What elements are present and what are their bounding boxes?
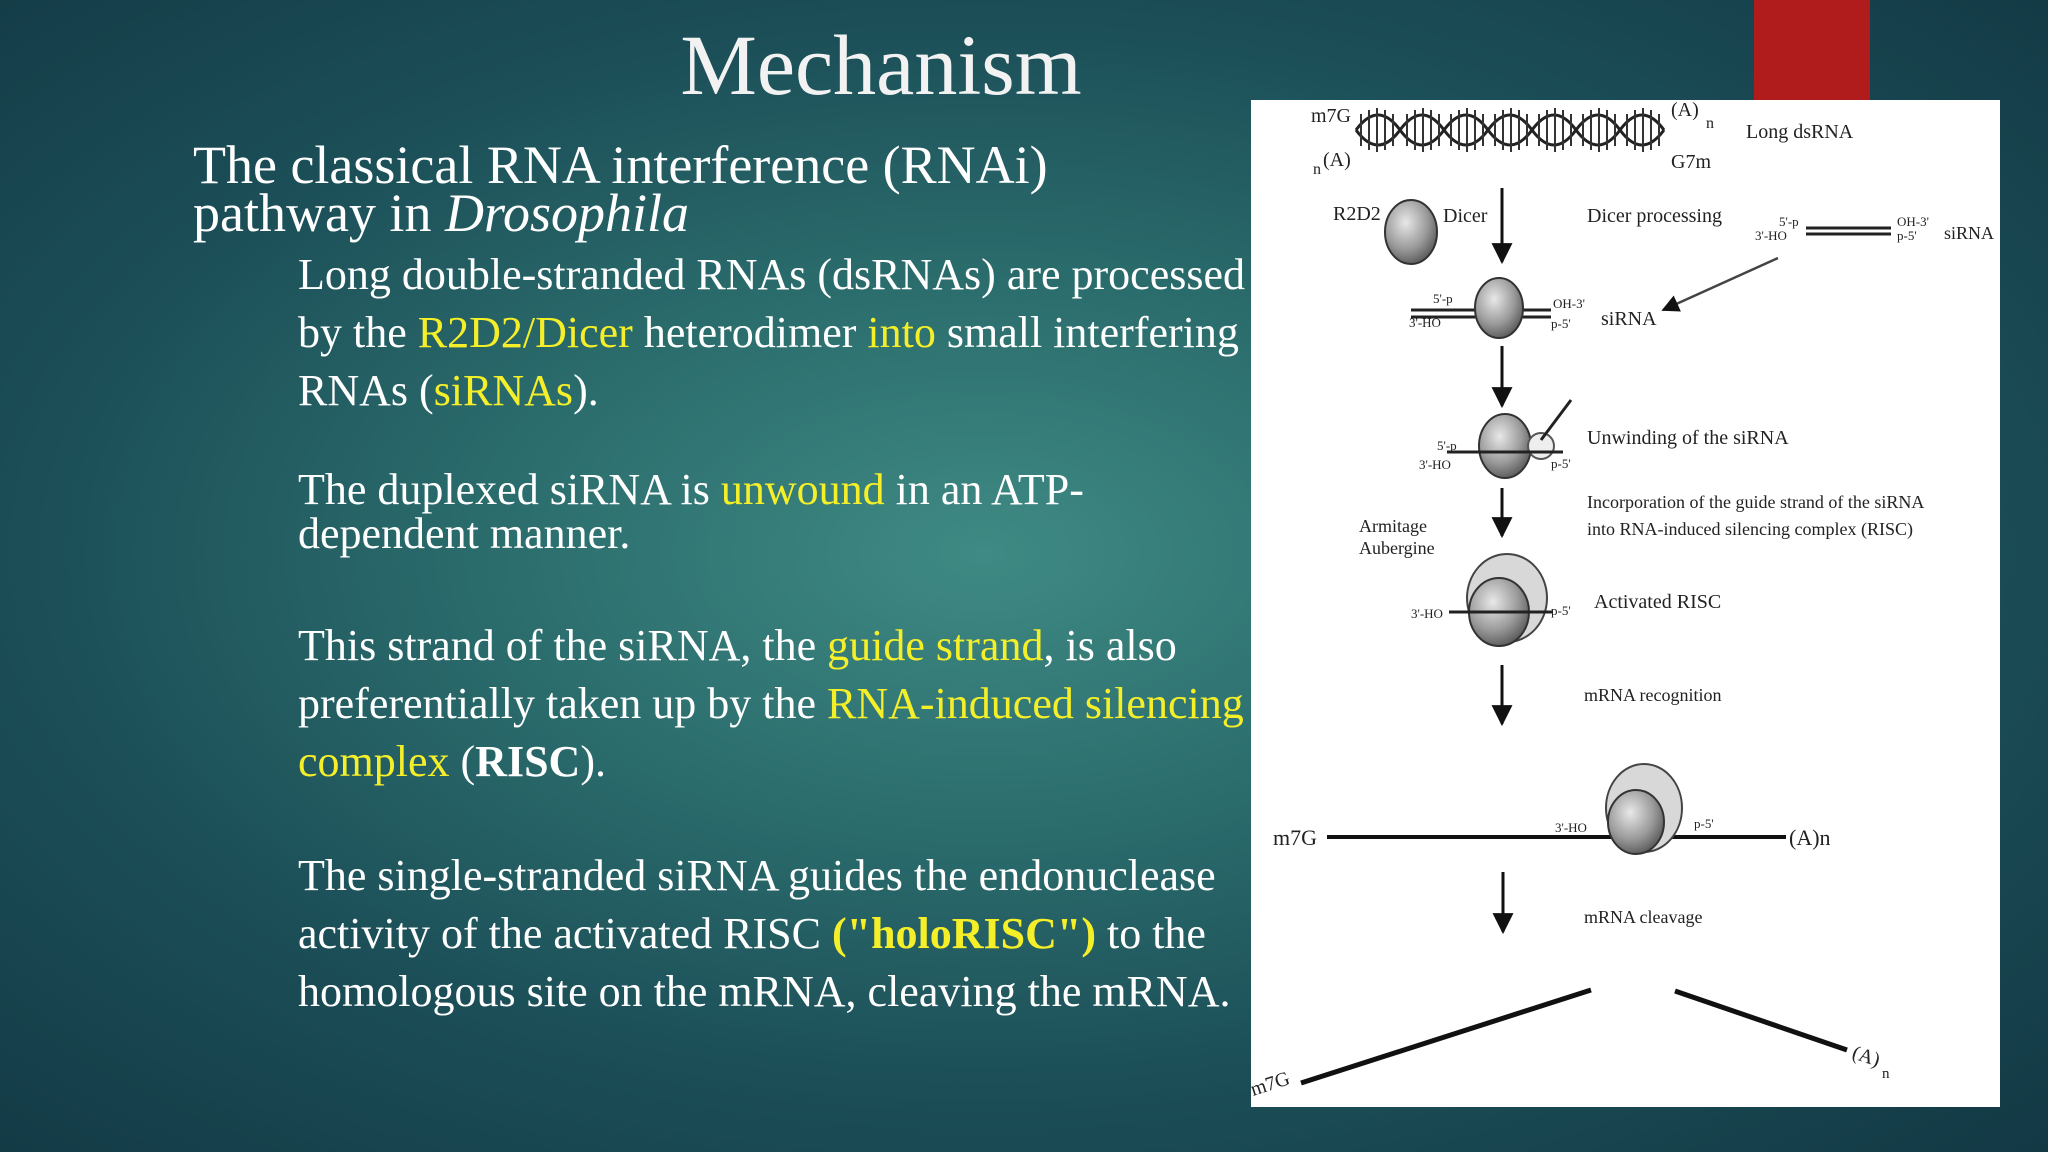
paragraph-dicer-processing: Long double-stranded RNAs (dsRNAs) are p… — [298, 246, 1253, 420]
label-aubergine: Aubergine — [1359, 538, 1435, 558]
label-mrna-recognition: mRNA recognition — [1584, 685, 1722, 705]
label-r2d2: R2D2 — [1333, 203, 1381, 225]
label-3ho-side: 3'-HO — [1755, 228, 1787, 243]
label-na-left-a: (A) — [1323, 149, 1351, 171]
label-p5-mrna: p-5' — [1694, 816, 1714, 831]
cleaved-fragment-3prime-icon — [1674, 988, 1848, 1053]
label-3ho-step3: 3'-HO — [1419, 457, 1451, 472]
text-run: to the homologous site on the mRNA, clea… — [298, 909, 1231, 1016]
text-run: ( — [449, 737, 476, 786]
label-5p-step3: 5'-p — [1437, 438, 1457, 453]
label-armitage: Armitage — [1359, 516, 1427, 536]
label-incorporation-1: Incorporation of the guide strand of the… — [1587, 492, 1924, 512]
highlight-r2d2-dicer: R2D2/Dicer — [417, 308, 633, 357]
subtitle-text: The classical RNA interference (RNAi) pa… — [193, 135, 1048, 243]
paragraph-guide-strand: This strand of the siRNA, the guide stra… — [298, 617, 1253, 791]
text-run: ). — [573, 366, 599, 415]
highlight-sirnas: siRNAs — [433, 366, 574, 415]
text-run: The single-stranded siRNA guides the end… — [298, 851, 1216, 958]
rnai-pathway-diagram: m7G (A) n n (A) G7m Long dsRNA R2D2 Dice… — [1251, 100, 2000, 1107]
label-unwinding: Unwinding of the siRNA — [1587, 427, 1789, 449]
label-m7g-top: m7G — [1311, 105, 1351, 127]
subtitle-italic: Drosophila — [444, 182, 689, 243]
r2d2-dicer-complex-icon — [1384, 199, 1438, 265]
slide-title: Mechanism — [680, 17, 1082, 113]
label-p5-risc: p-5' — [1551, 603, 1571, 618]
text-run: in an ATP-dependent manner. — [298, 465, 1084, 558]
text-run: heterodimer — [632, 308, 868, 357]
text-run: , is also preferentially taken up by the — [298, 621, 1177, 728]
label-long-dsrna: Long dsRNA — [1746, 121, 1854, 143]
dicer-bound-icon — [1474, 277, 1524, 339]
text-run: ). — [580, 737, 606, 786]
accent-bar — [1754, 0, 1870, 100]
label-p5-step2: p-5' — [1551, 316, 1571, 331]
label-n-sub: n — [1706, 115, 1714, 132]
label-5p-side: 5'-p — [1779, 214, 1799, 229]
label-mrna-cleavage: mRNA cleavage — [1584, 907, 1702, 927]
arrow-sirna-input — [1661, 256, 1779, 312]
label-activated-risc: Activated RISC — [1594, 591, 1721, 613]
label-p5-step3: p-5' — [1551, 456, 1571, 471]
unwinding-complex-icon — [1478, 413, 1532, 479]
diagram-svg: m7G (A) n n (A) G7m Long dsRNA R2D2 Dice… — [1251, 100, 1994, 1101]
label-an-mid: (A)n — [1789, 825, 1831, 850]
label-an-top: (A) — [1671, 100, 1699, 121]
label-a-bottom: (A) — [1849, 1042, 1882, 1072]
highlight-guide-strand: guide strand — [827, 621, 1044, 670]
label-p5-side: p-5' — [1897, 228, 1917, 243]
label-3ho-step2: 3'-HO — [1409, 315, 1441, 330]
cleaved-fragment-5prime-icon — [1300, 987, 1592, 1086]
highlight-unwound: unwound — [720, 465, 885, 514]
text-run: The duplexed siRNA is — [298, 465, 721, 514]
text-run: small interfering RNAs ( — [298, 308, 1239, 415]
label-incorporation-2: into RNA-induced silencing complex (RISC… — [1587, 519, 1913, 540]
label-oh3-side: OH-3' — [1897, 214, 1929, 229]
label-dicer-processing: Dicer processing — [1587, 205, 1722, 227]
label-g7m: G7m — [1671, 151, 1711, 173]
label-5p-step2: 5'-p — [1433, 291, 1453, 306]
paragraph-unwinding: The duplexed siRNA is unwound in an ATP-… — [298, 468, 1253, 556]
label-na-left-n: n — [1313, 161, 1321, 178]
text-run: Long double-stranded RNAs (dsRNAs) are p… — [298, 250, 1246, 357]
label-n-bottom: n — [1882, 1066, 1890, 1082]
label-dicer: Dicer — [1443, 205, 1488, 227]
label-3ho-risc: 3'-HO — [1411, 606, 1443, 621]
label-m7g-bottom: m7G — [1251, 1067, 1293, 1100]
bold-risc: RISC — [475, 737, 581, 786]
highlight-into: into — [867, 308, 936, 357]
highlight-risc-name: RNA-induced silencing complex — [298, 679, 1244, 786]
label-sirna: siRNA — [1601, 308, 1657, 330]
highlight-holorisc: ("holoRISC") — [831, 909, 1096, 958]
long-dsrna-helix — [1354, 108, 1666, 152]
text-run: This strand of the siRNA, the — [298, 621, 828, 670]
label-oh3-step2: OH-3' — [1553, 296, 1585, 311]
label-sirna-side: siRNA — [1944, 223, 1994, 243]
holorisc-core-icon — [1607, 789, 1665, 855]
released-strand-icon — [1539, 399, 1573, 441]
label-3ho-mrna: 3'-HO — [1555, 820, 1587, 835]
label-m7g-mid: m7G — [1273, 825, 1317, 850]
paragraph-cleavage: The single-stranded siRNA guides the end… — [298, 847, 1253, 1021]
slide-subtitle: The classical RNA interference (RNAi) pa… — [193, 138, 1233, 239]
